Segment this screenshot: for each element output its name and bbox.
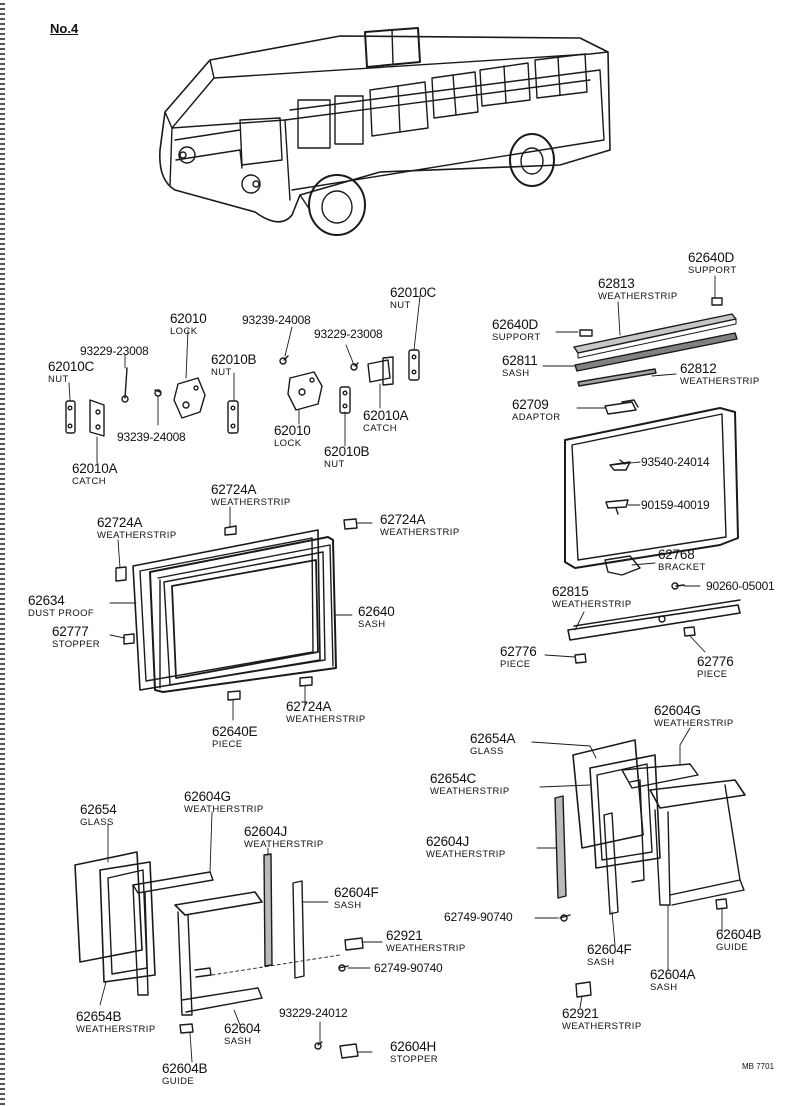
leader-lines [68, 275, 723, 1063]
quarter-window-left-group [74, 851, 364, 1059]
sliding-window-group [115, 518, 358, 701]
label-90159-40019: 90159-40019 [641, 498, 710, 512]
roof-vent-group [564, 297, 741, 664]
drawing-code: MB 7701 [742, 1062, 775, 1071]
label-93540-24014: 93540-24014 [641, 455, 710, 469]
scan-edge [0, 0, 5, 1106]
label-93239-24008-top: 93239-24008 [242, 313, 311, 327]
quarter-window-right-group [554, 739, 746, 998]
label-93239-24008-bottom: 93239-24008 [117, 430, 186, 444]
page-title: No.4 [50, 21, 79, 36]
label-93229-23008-left: 93229-23008 [80, 344, 149, 358]
label-62749-90740-right: 62749-90740 [444, 910, 513, 924]
label-93229-23008-right: 93229-23008 [314, 327, 383, 341]
label-93229-24012: 93229-24012 [279, 1006, 348, 1020]
label-90260-05001: 90260-05001 [706, 579, 775, 593]
van-illustration [158, 27, 611, 236]
label-62749-90740-left: 62749-90740 [374, 961, 443, 975]
